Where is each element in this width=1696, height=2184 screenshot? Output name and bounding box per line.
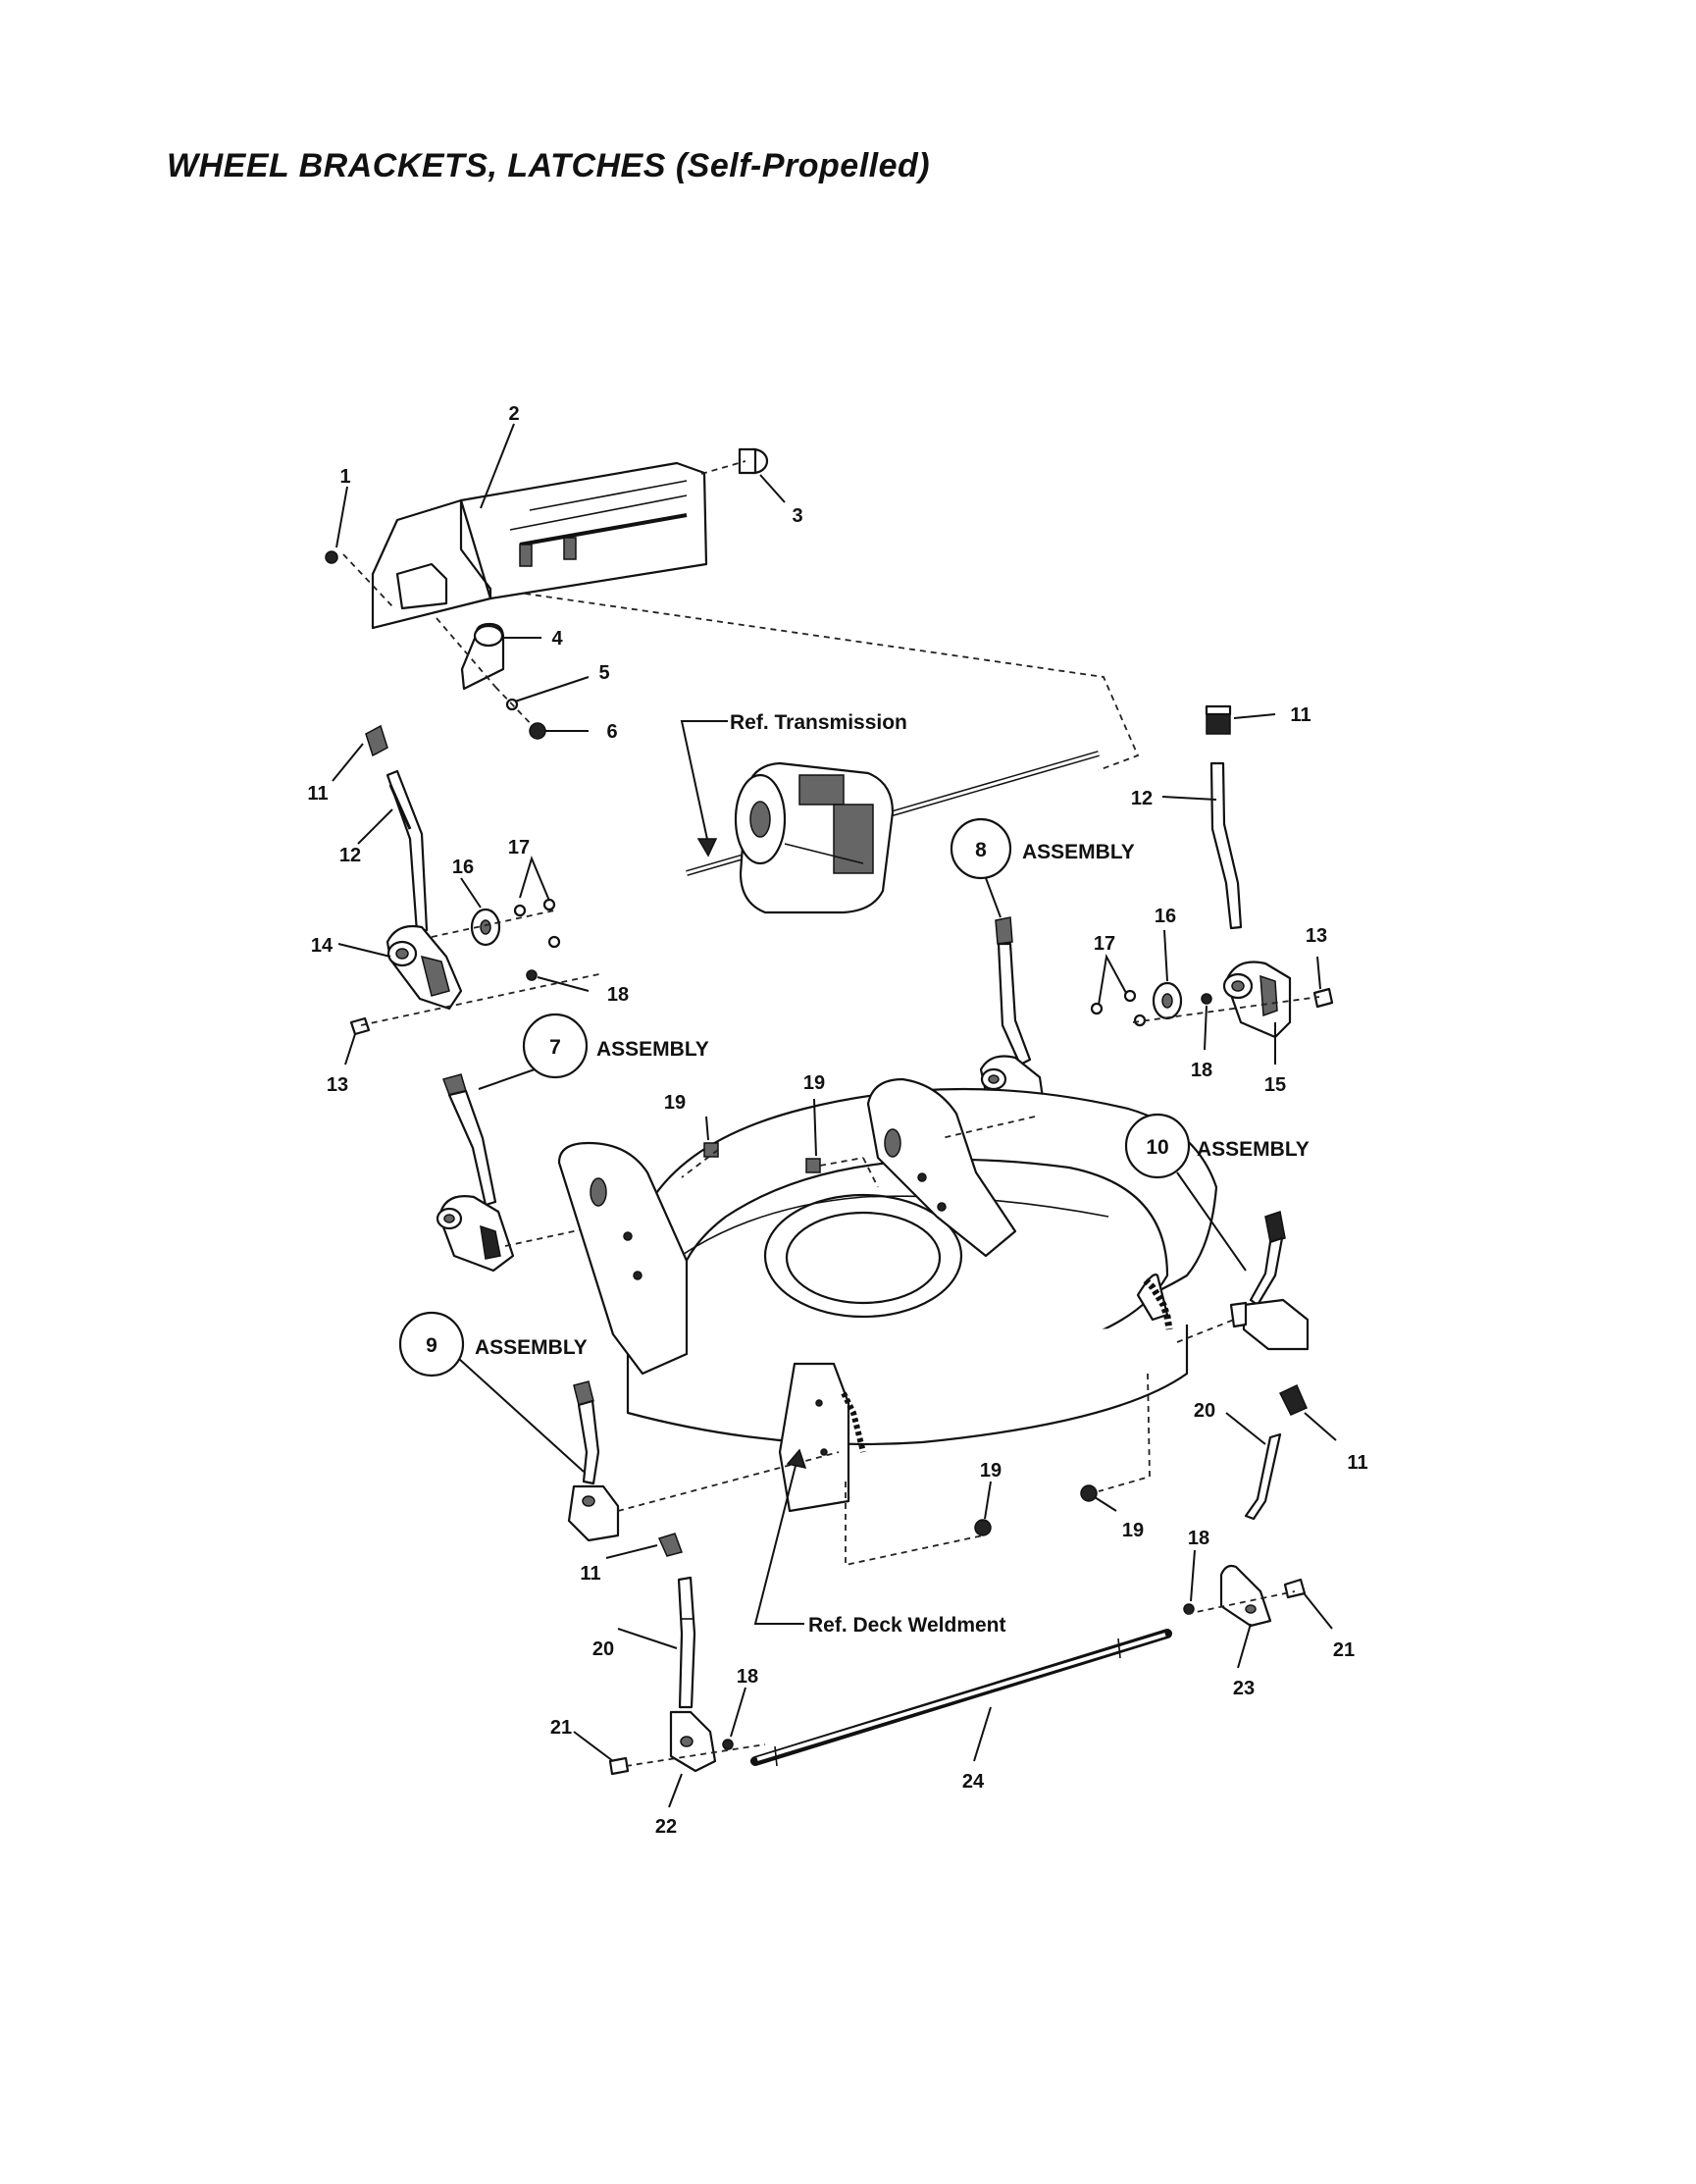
assembly-9-latch bbox=[567, 1380, 620, 1542]
washer-part-16-left bbox=[470, 908, 501, 947]
rear-axle-part-24 bbox=[750, 1629, 1172, 1767]
callout-20-left: 20 bbox=[592, 1638, 614, 1660]
callout-11-left: 11 bbox=[307, 783, 328, 805]
callout-20-right: 20 bbox=[1194, 1400, 1215, 1422]
transmission-ref bbox=[686, 751, 1100, 914]
nut-part-18-left bbox=[526, 969, 538, 981]
bracket-part-23 bbox=[1219, 1564, 1272, 1628]
callout-18-rear-right: 18 bbox=[1188, 1528, 1209, 1549]
callout-11-right: 11 bbox=[1290, 704, 1311, 726]
callout-17-right: 17 bbox=[1094, 933, 1115, 955]
callout-18-right: 18 bbox=[1191, 1060, 1212, 1081]
assembly-9-circle bbox=[398, 1311, 465, 1378]
callout-4: 4 bbox=[551, 628, 563, 650]
bolt-part-21-left bbox=[608, 1756, 630, 1776]
handle-part-11-left bbox=[365, 724, 388, 757]
callout-12-left: 12 bbox=[339, 845, 361, 866]
assembly-10-circle bbox=[1124, 1113, 1191, 1179]
callout-6: 6 bbox=[606, 721, 617, 743]
nut-part-6 bbox=[529, 722, 546, 740]
assembly-number-7: 7 bbox=[549, 1036, 561, 1059]
assembly-8-circle bbox=[950, 817, 1012, 880]
lever-part-12-right bbox=[1209, 761, 1243, 930]
callout-14: 14 bbox=[311, 935, 334, 957]
assembly-7-latch bbox=[436, 1073, 515, 1273]
rear-axle-cover bbox=[371, 461, 708, 630]
handle-part-11-rear-right bbox=[1278, 1383, 1308, 1416]
lever-part-20-left bbox=[677, 1576, 696, 1709]
bracket-part-4 bbox=[460, 622, 505, 691]
callout-12-right: 12 bbox=[1131, 788, 1153, 809]
nut-part-18-right bbox=[1201, 993, 1212, 1005]
nut-part-18-rear-left bbox=[722, 1739, 734, 1750]
hardware-part-1 bbox=[325, 550, 338, 564]
assembly-10-latch bbox=[1229, 1211, 1310, 1351]
bolt-part-13-right bbox=[1312, 987, 1334, 1009]
bushing-part-3 bbox=[738, 447, 769, 475]
assembly-7-circle bbox=[522, 1013, 589, 1079]
deck-weldment-ref bbox=[557, 1077, 1218, 1513]
assembly-label-8: ASSEMBLY bbox=[1022, 841, 1135, 863]
nut-part-19-b bbox=[703, 1142, 719, 1158]
lever-part-20-right bbox=[1244, 1432, 1282, 1521]
bracket-part-22 bbox=[669, 1710, 717, 1773]
callout-13-right: 13 bbox=[1306, 925, 1327, 947]
washer-part-16-right bbox=[1152, 981, 1183, 1020]
assembly-label-7: ASSEMBLY bbox=[596, 1038, 709, 1061]
assembly-number-9: 9 bbox=[426, 1334, 437, 1357]
callout-5: 5 bbox=[598, 662, 609, 684]
callout-19-a: 19 bbox=[803, 1072, 825, 1094]
callout-3: 3 bbox=[792, 505, 802, 527]
callout-18-left: 18 bbox=[607, 984, 629, 1006]
nut-part-19-a bbox=[805, 1158, 821, 1173]
callout-24: 24 bbox=[962, 1771, 985, 1793]
callout-21-left: 21 bbox=[550, 1717, 572, 1739]
assembly-label-9: ASSEMBLY bbox=[475, 1336, 588, 1359]
bracket-part-15 bbox=[1222, 961, 1292, 1039]
handle-part-11-right bbox=[1205, 704, 1232, 735]
assembly-number-8: 8 bbox=[975, 839, 987, 861]
page-title: WHEEL BRACKETS, LATCHES (Self-Propelled) bbox=[167, 147, 931, 184]
handle-part-11-rear-left bbox=[657, 1533, 683, 1557]
callout-13-left: 13 bbox=[327, 1074, 348, 1096]
callout-23: 23 bbox=[1233, 1678, 1255, 1699]
callout-19-b: 19 bbox=[664, 1092, 686, 1114]
ref-transmission-label: Ref. Transmission bbox=[730, 711, 907, 734]
callout-18-rear-left: 18 bbox=[737, 1666, 758, 1688]
callout-19-d: 19 bbox=[1122, 1520, 1144, 1541]
bolt-part-21-right bbox=[1283, 1578, 1307, 1599]
callout-1: 1 bbox=[339, 466, 350, 488]
callout-16-right: 16 bbox=[1155, 906, 1176, 927]
callout-16-left: 16 bbox=[452, 857, 474, 878]
callout-2: 2 bbox=[508, 403, 519, 425]
lever-part-12-left bbox=[385, 769, 429, 934]
callout-11-rear-left: 11 bbox=[580, 1563, 600, 1585]
bolt-part-17-left bbox=[513, 898, 561, 949]
bracket-part-14 bbox=[385, 924, 463, 1011]
bolt-part-17-right bbox=[1090, 989, 1147, 1027]
callout-22: 22 bbox=[655, 1816, 677, 1838]
assembly-8-latch bbox=[979, 916, 1047, 1120]
assembly-label-10: ASSEMBLY bbox=[1197, 1138, 1310, 1161]
callout-15: 15 bbox=[1264, 1074, 1286, 1096]
assembly-number-10: 10 bbox=[1146, 1136, 1168, 1159]
nut-part-19-d bbox=[1080, 1484, 1098, 1502]
callout-21-right: 21 bbox=[1333, 1639, 1355, 1661]
callout-19-c: 19 bbox=[980, 1460, 1002, 1482]
ref-deck-weldment-label: Ref. Deck Weldment bbox=[808, 1614, 1006, 1637]
callout-11-rear-right: 11 bbox=[1347, 1452, 1367, 1474]
nut-part-19-c bbox=[974, 1519, 992, 1536]
bolt-part-13-left bbox=[349, 1016, 371, 1036]
callout-17-left: 17 bbox=[508, 837, 530, 858]
